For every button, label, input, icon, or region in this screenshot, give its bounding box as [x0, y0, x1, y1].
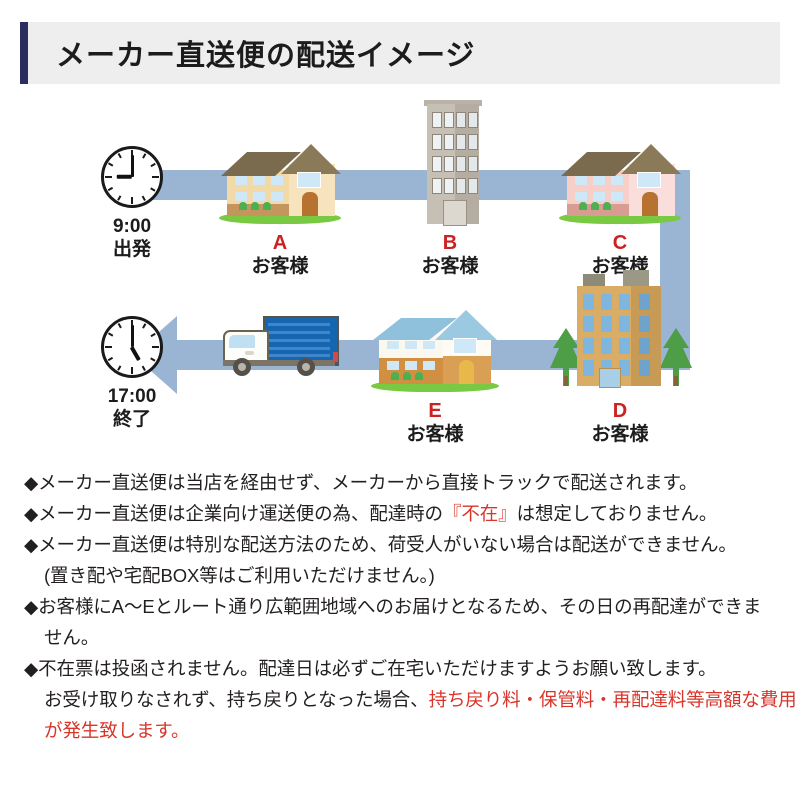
diamond-bullet-icon: ◆ [24, 472, 39, 493]
stop-e: E お客様 [355, 306, 515, 446]
note-line: (置き配や宅配BOX等はご利用いただけません。) [24, 561, 792, 591]
start-clock-art [68, 146, 196, 212]
note-line: ◆メーカー直送便は特別な配送方法のため、荷受人がいない場合は配送ができません。 [24, 530, 792, 560]
note-text: せん。 [44, 626, 100, 648]
start-time: 9:00 [112, 216, 152, 237]
stop-c-letter: C [612, 232, 628, 254]
stop-e-labels: E お客様 [355, 400, 515, 446]
note-text: メーカー直送便は企業向け運送便の為、配達時の [38, 502, 443, 524]
stop-d-sub: お客様 [591, 423, 649, 445]
note-text: は想定しておりません。 [516, 502, 718, 524]
note-text: 不在票は投函されません。配達日は必ずご在宅いただけますようお願い致します。 [38, 657, 717, 679]
stop-b-sub: お客様 [421, 255, 479, 277]
start-label: 出発 [112, 238, 151, 260]
clock-icon [101, 316, 163, 378]
note-line: ◆メーカー直送便は当店を経由せず、メーカーから直接トラックで配送されます。 [24, 468, 792, 498]
clock-icon [101, 146, 163, 208]
stop-a: A お客様 [205, 138, 355, 278]
stop-b-labels: B お客様 [375, 232, 525, 278]
arrow-left-icon [133, 316, 213, 394]
note-line: ◆メーカー直送便は企業向け運送便の為、配達時の『不在』は想定しておりません。 [24, 499, 792, 529]
note-line: せん。 [24, 623, 792, 653]
notes-list: ◆メーカー直送便は当店を経由せず、メーカーから直接トラックで配送されます。◆メー… [24, 468, 797, 747]
stop-a-labels: A お客様 [205, 232, 355, 278]
note-text-highlight: 持ち戻り料・保管料・再配達料等高額な費用 [428, 688, 797, 710]
note-line: ◆お客様にA〜Eとルート通り広範囲地域へのお届けとなるため、その日の再配達ができ… [24, 592, 792, 622]
stop-d: D お客様 [535, 266, 705, 446]
stop-b-letter: B [442, 232, 458, 254]
page-title: メーカー直送便の配送イメージ [56, 40, 476, 72]
stop-c: C お客様 [545, 138, 695, 278]
end-label: 終了 [112, 408, 151, 430]
diamond-bullet-icon: ◆ [24, 657, 39, 679]
note-line: ◆不在票は投函されません。配達日は必ずご在宅いただけますようお願い致します。 [24, 654, 792, 684]
header-accent-bar [20, 22, 28, 84]
note-line: が発生致します。 [24, 716, 792, 746]
note-text: お客様にA〜Eとルート通り広範囲地域へのお届けとなるため、その日の再配達ができま [38, 595, 762, 617]
truck-node [205, 310, 345, 378]
diamond-bullet-icon: ◆ [24, 502, 39, 524]
stop-b: B お客様 [375, 90, 525, 278]
note-text: メーカー直送便は特別な配送方法のため、荷受人がいない場合は配送ができません。 [38, 533, 737, 555]
header-bg: メーカー直送便の配送イメージ [28, 22, 780, 84]
note-line: お受け取りなされず、持ち戻りとなった場合、持ち戻り料・保管料・再配達料等高額な費… [24, 685, 797, 715]
delivery-truck-icon [205, 310, 345, 378]
end-time: 17:00 [107, 386, 157, 407]
route-start-node: 9:00 出発 [68, 146, 196, 262]
stop-d-labels: D お客様 [535, 400, 705, 446]
house-icon [205, 138, 355, 228]
house-icon [355, 306, 515, 396]
note-text-highlight: 『不在』 [442, 502, 517, 524]
note-text-highlight: が発生致します。 [44, 719, 190, 741]
clock-minute-hand [130, 325, 134, 347]
note-text: (置き配や宅配BOX等はご利用いただけません。) [44, 564, 435, 586]
page-header: メーカー直送便の配送イメージ [20, 22, 780, 84]
house-icon [545, 138, 695, 228]
end-clock-art [68, 316, 196, 382]
stop-a-sub: お客様 [251, 255, 309, 277]
stop-a-letter: A [272, 232, 288, 254]
end-labels: 17:00 終了 [68, 386, 196, 432]
clock-minute-hand [130, 155, 134, 177]
note-text: お受け取りなされず、持ち戻りとなった場合、 [44, 688, 429, 710]
apartment-building-icon [375, 90, 525, 228]
stop-e-letter: E [428, 400, 442, 422]
delivery-route-diagram: 9:00 出発 [0, 88, 800, 458]
diamond-bullet-icon: ◆ [24, 595, 39, 617]
stop-d-letter: D [612, 400, 628, 422]
note-text: メーカー直送便は当店を経由せず、メーカーから直接トラックで配送されます。 [38, 472, 698, 493]
route-end-node: 17:00 終了 [68, 316, 196, 432]
stop-e-sub: お客様 [406, 423, 464, 445]
clock-hour-hand [130, 346, 142, 361]
office-building-icon [535, 266, 705, 396]
diamond-bullet-icon: ◆ [24, 533, 39, 555]
start-labels: 9:00 出発 [68, 216, 196, 262]
